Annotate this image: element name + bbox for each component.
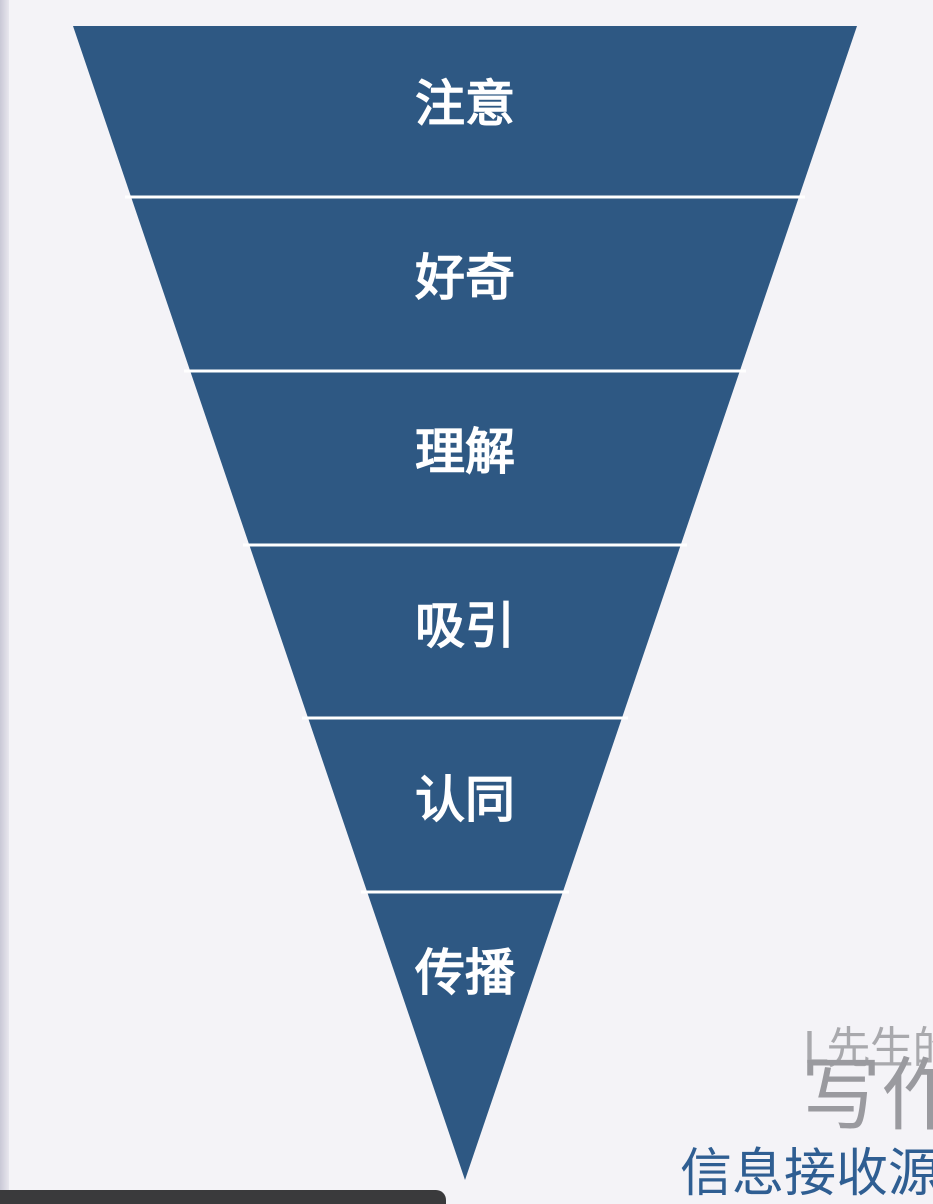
funnel-level-label: 传播: [414, 944, 516, 1002]
bottom-overlay-bar: [0, 1190, 446, 1204]
funnel-level-label: 理解: [415, 423, 515, 481]
watermark-title: 写作: [801, 1049, 933, 1142]
funnel-level-label: 好奇: [414, 249, 515, 307]
funnel-level-label: 认同: [415, 771, 515, 829]
funnel-level-label: 吸引: [415, 597, 515, 655]
funnel-level-label: 注意: [415, 75, 515, 133]
watermark-author: L先生的: [803, 1023, 933, 1074]
funnel-triangle: [73, 26, 857, 1180]
window-left-edge: [0, 0, 9, 1204]
watermark-subtitle: 信息接收源: [680, 1144, 933, 1204]
